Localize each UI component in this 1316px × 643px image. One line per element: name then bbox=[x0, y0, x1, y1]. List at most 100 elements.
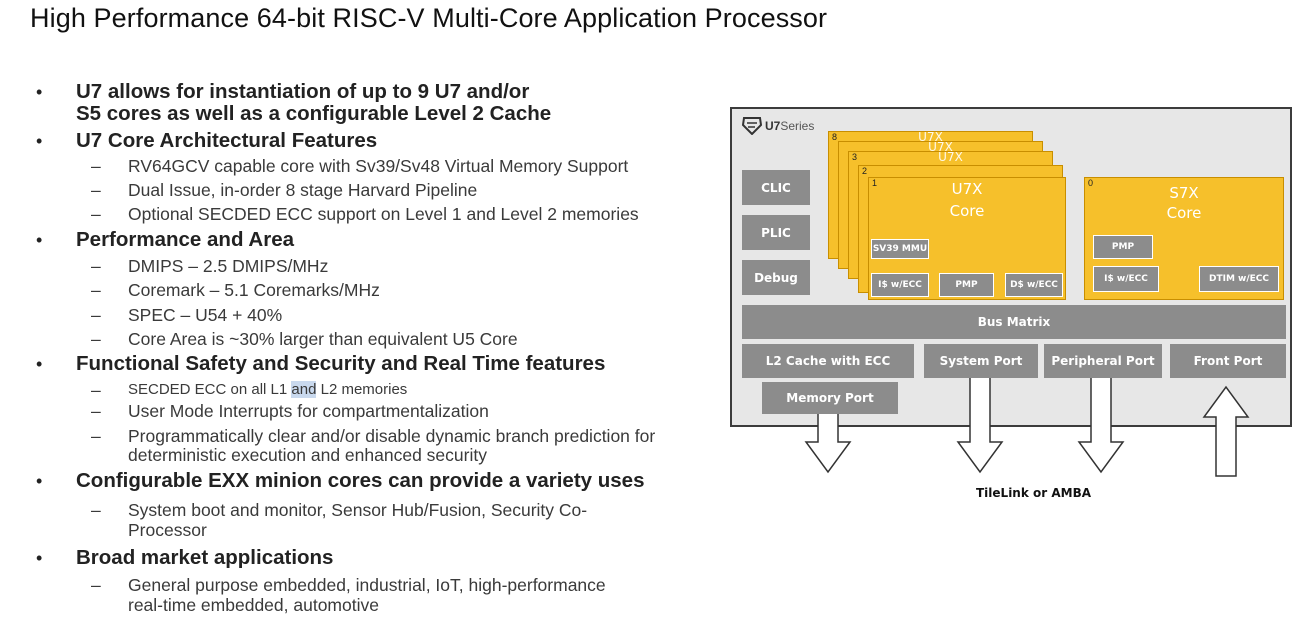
u7x-core: 1 U7X Core SV39 MMU I$ w/ECC PMP D$ w/EC… bbox=[868, 177, 1066, 300]
dash-glyph: – bbox=[91, 329, 101, 349]
core-subtitle: Core bbox=[949, 202, 985, 220]
bullet-glyph: • bbox=[36, 548, 43, 568]
sub-item: – System boot and monitor, Sensor Hub/Fu… bbox=[91, 500, 588, 520]
logo-series: Series bbox=[780, 119, 815, 133]
sub-text: Dual Issue, in-order 8 stage Harvard Pip… bbox=[128, 180, 478, 200]
sub-text: Core Area is ~30% larger than equivalent… bbox=[128, 329, 518, 349]
sub-item: – RV64GCV capable core with Sv39/Sv48 Vi… bbox=[91, 156, 629, 176]
front-port-up-arrow bbox=[1202, 385, 1250, 477]
interconnect-label: TileLink or AMBA bbox=[976, 486, 1092, 500]
core-index: 2 bbox=[862, 166, 868, 176]
sv39-mmu-block: SV39 MMU bbox=[871, 239, 929, 259]
text-selection-highlight[interactable]: and bbox=[291, 381, 317, 398]
dash-glyph: – bbox=[91, 156, 101, 176]
system-port-block: System Port bbox=[924, 344, 1038, 378]
bullet-text: U7 allows for instantiation of up to 9 U… bbox=[76, 80, 530, 103]
sub-text: RV64GCV capable core with Sv39/Sv48 Virt… bbox=[128, 156, 629, 176]
front-port-block: Front Port bbox=[1170, 344, 1286, 378]
bullet-text: Broad market applications bbox=[76, 546, 334, 569]
icache-block: I$ w/ECC bbox=[1093, 266, 1159, 292]
bullet-item: • Functional Safety and Security and Rea… bbox=[36, 352, 606, 375]
sub-item: – Core Area is ~30% larger than equivale… bbox=[91, 329, 518, 349]
sub-item: – DMIPS – 2.5 DMIPS/MHz bbox=[91, 256, 329, 276]
sub-text: User Mode Interrupts for compartmentaliz… bbox=[128, 401, 489, 421]
s7x-core: 0 S7X Core PMP I$ w/ECC DTIM w/ECC bbox=[1084, 177, 1284, 300]
sub-item: – Coremark – 5.1 Coremarks/MHz bbox=[91, 280, 380, 300]
core-index: 1 bbox=[872, 178, 878, 188]
debug-block: Debug bbox=[742, 260, 810, 295]
bullet-glyph: • bbox=[36, 131, 43, 151]
sub-text: L2 memories bbox=[316, 381, 408, 398]
clic-block: CLIC bbox=[742, 170, 810, 205]
bullet-item: • U7 allows for instantiation of up to 9… bbox=[36, 80, 530, 103]
sub-text: DMIPS – 2.5 DMIPS/MHz bbox=[128, 256, 329, 276]
bullet-text: Functional Safety and Security and Real … bbox=[76, 352, 606, 375]
pmp-block: PMP bbox=[939, 273, 994, 297]
memory-port-down-arrow bbox=[804, 414, 852, 474]
bullet-item: • U7 Core Architectural Features bbox=[36, 130, 377, 152]
bullet-continuation: S5 cores as well as a configurable Level… bbox=[76, 103, 551, 125]
core-index: 3 bbox=[852, 152, 858, 162]
plic-block: PLIC bbox=[742, 215, 810, 250]
peripheral-port-block: Peripheral Port bbox=[1044, 344, 1162, 378]
bus-matrix: Bus Matrix bbox=[742, 305, 1286, 339]
bullet-glyph: • bbox=[36, 230, 43, 250]
sub-item: – Programmatically clear and/or disable … bbox=[91, 426, 656, 446]
sub-text: General purpose embedded, industrial, Io… bbox=[128, 575, 606, 595]
sub-text: Programmatically clear and/or disable dy… bbox=[128, 426, 656, 446]
sub-text: System boot and monitor, Sensor Hub/Fusi… bbox=[128, 500, 588, 520]
dash-glyph: – bbox=[91, 256, 101, 276]
sub-text: real-time embedded, automotive bbox=[128, 595, 379, 615]
bullet-item: • Configurable EXX minion cores can prov… bbox=[36, 469, 645, 492]
bullet-glyph: • bbox=[36, 471, 43, 491]
dash-glyph: – bbox=[91, 380, 101, 400]
dash-glyph: – bbox=[91, 280, 101, 300]
core-title: S7X bbox=[1169, 184, 1199, 202]
core-subtitle: Core bbox=[1166, 204, 1202, 222]
bullet-text: Performance and Area bbox=[76, 228, 294, 251]
logo-text: U7Series bbox=[765, 119, 814, 133]
core-index: 0 bbox=[1088, 178, 1094, 188]
dash-glyph: – bbox=[91, 426, 101, 446]
u7-series-logo: U7Series bbox=[742, 117, 814, 135]
sifive-logo-icon bbox=[742, 117, 762, 135]
sub-text: deterministic execution and enhanced sec… bbox=[128, 445, 487, 465]
sub-item-continuation: real-time embedded, automotive bbox=[128, 595, 379, 615]
bullet-glyph: • bbox=[36, 354, 43, 374]
bullet-item: • Performance and Area bbox=[36, 228, 294, 251]
feature-list: • U7 allows for instantiation of up to 9… bbox=[36, 80, 656, 616]
sub-text: Optional SECDED ECC support on Level 1 a… bbox=[128, 204, 639, 224]
dash-glyph: – bbox=[91, 575, 101, 595]
peripheral-port-down-arrow bbox=[1077, 378, 1125, 474]
core-title: U7X bbox=[938, 150, 963, 164]
sub-item-continuation: Processor bbox=[128, 520, 207, 540]
dash-glyph: – bbox=[91, 305, 101, 325]
dtim-block: DTIM w/ECC bbox=[1199, 266, 1279, 292]
system-port-down-arrow bbox=[956, 378, 1004, 474]
memory-port-block: Memory Port bbox=[762, 382, 898, 414]
bullet-text: S5 cores as well as a configurable Level… bbox=[76, 102, 552, 125]
sub-item: – Dual Issue, in-order 8 stage Harvard P… bbox=[91, 180, 478, 200]
bullet-item: • Broad market applications bbox=[36, 546, 334, 569]
l2-cache-block: L2 Cache with ECC bbox=[742, 344, 914, 378]
pmp-block: PMP bbox=[1093, 235, 1153, 259]
bullet-glyph: • bbox=[36, 82, 43, 102]
sub-item: – Optional SECDED ECC support on Level 1… bbox=[91, 204, 639, 224]
core-title: U7X bbox=[918, 130, 943, 144]
core-title: U7X bbox=[928, 140, 953, 154]
bullet-text: Configurable EXX minion cores can provid… bbox=[76, 469, 645, 492]
dash-glyph: – bbox=[91, 180, 101, 200]
dash-glyph: – bbox=[91, 401, 101, 421]
slide-title: High Performance 64-bit RISC-V Multi-Cor… bbox=[30, 3, 828, 33]
sub-item: – User Mode Interrupts for compartmental… bbox=[91, 401, 489, 421]
logo-brand: U7 bbox=[765, 119, 781, 133]
core-index: 8 bbox=[832, 132, 838, 142]
sub-item-continuation: deterministic execution and enhanced sec… bbox=[128, 445, 487, 465]
sub-text: Processor bbox=[128, 520, 207, 540]
sub-item: – SPEC – U54 + 40% bbox=[91, 305, 282, 325]
sub-text: Coremark – 5.1 Coremarks/MHz bbox=[128, 280, 380, 300]
icache-block: I$ w/ECC bbox=[871, 273, 929, 297]
dash-glyph: – bbox=[91, 500, 101, 520]
core-title: U7X bbox=[951, 180, 983, 198]
dash-glyph: – bbox=[91, 204, 101, 224]
